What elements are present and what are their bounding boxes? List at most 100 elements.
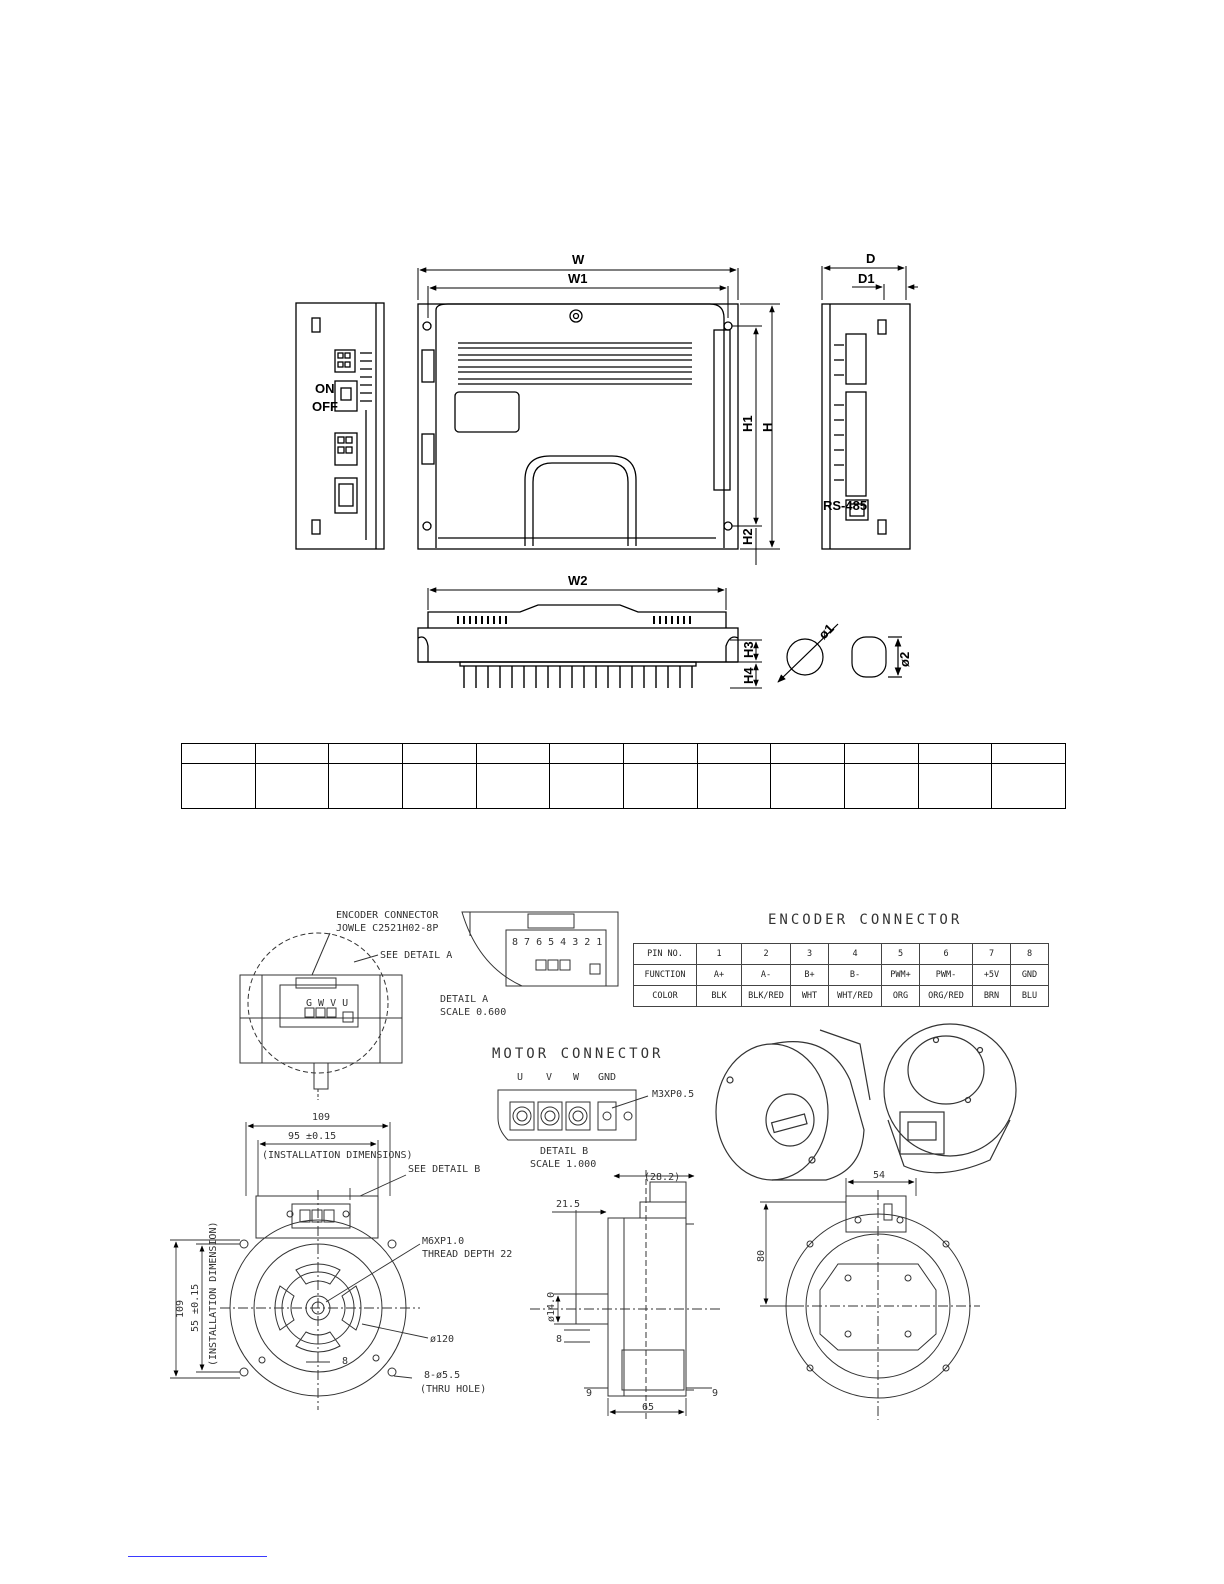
motor-side-view	[530, 1170, 720, 1420]
driver-heatsink-fins	[463, 666, 693, 688]
thread-depth-label: THREAD DEPTH 22	[422, 1249, 512, 1260]
dimension-header-cell	[475, 743, 551, 764]
encoder-table-cell: 8	[1010, 943, 1049, 965]
motor-connector-title: MOTOR CONNECTOR	[492, 1046, 663, 1062]
footer-link-underline[interactable]	[128, 1556, 267, 1557]
rs485-port-label: RS-485	[823, 498, 867, 513]
encoder-table-cell: WHT	[790, 985, 829, 1007]
motor-top-view	[239, 932, 403, 1100]
dim-d-label: D	[866, 251, 875, 266]
dimension-value-cell	[401, 763, 477, 809]
detail-a-view	[461, 911, 619, 987]
driver-vent-slots	[457, 616, 691, 624]
encoder-color-row: COLOR BLK BLK/RED WHT WHT/RED ORG ORG/RE…	[633, 985, 1049, 1007]
driver-right-side-view	[821, 303, 911, 550]
encoder-table-cell: BLU	[1010, 985, 1049, 1007]
dimension-value-cell	[328, 763, 403, 809]
driver-front-view	[417, 303, 739, 550]
dimension-value-cell	[991, 763, 1066, 809]
motor-front-view	[220, 1190, 420, 1410]
motor-isometric-rear	[883, 1023, 1017, 1174]
dia-120-label: ø120	[430, 1334, 454, 1345]
m3-screw-label: M3XP0.5	[652, 1089, 694, 1100]
dimension-value-cell	[770, 763, 845, 809]
dim-21-5-label: 21.5	[556, 1199, 580, 1210]
dim-h-label: H	[760, 423, 775, 432]
dimension-table-header-row	[181, 743, 1066, 764]
driver-dimension-lines	[417, 267, 780, 565]
shaft-dia-label: ø14.0	[546, 1292, 557, 1322]
mounting-hole-slot	[851, 636, 902, 678]
motor-terminal-w: W	[573, 1072, 580, 1083]
encoder-pin-row: PIN NO. 1 2 3 4 5 6 7 8	[633, 943, 1049, 965]
dim-9-right-label: 9	[712, 1388, 718, 1399]
dimension-header-cell	[622, 743, 698, 764]
dimension-header-cell	[549, 743, 624, 764]
thread-spec-label: M6XP1.0	[422, 1236, 464, 1247]
dimension-header-cell	[254, 743, 330, 764]
dimension-header-cell	[770, 743, 845, 764]
dimension-header-cell	[181, 743, 256, 764]
see-detail-b-label: SEE DETAIL B	[408, 1164, 480, 1175]
dim-h1-label: H1	[740, 415, 755, 432]
mounting-hole-round	[777, 623, 839, 683]
installation-dimension-vertical: (INSTALLATION DIMENSION)	[208, 1222, 219, 1367]
dim-w2-label: W2	[568, 573, 588, 588]
encoder-table-cell: PWM+	[881, 964, 920, 986]
encoder-table-cell: WHT/RED	[828, 985, 882, 1007]
dimension-header-cell	[696, 743, 772, 764]
motor-terminal-u: U	[517, 1072, 523, 1083]
encoder-table-cell: +5V	[972, 964, 1011, 986]
encoder-table-cell: 3	[790, 943, 829, 965]
dim-65-label: 65	[642, 1402, 654, 1413]
dimension-value-cell	[549, 763, 624, 809]
motor-isometric-front	[715, 1029, 871, 1181]
encoder-table-cell: B-	[828, 964, 882, 986]
dimension-header-cell	[991, 743, 1066, 764]
encoder-table-cell: FUNCTION	[633, 964, 697, 986]
encoder-table-cell: BLK	[696, 985, 742, 1007]
dim-w-label: W	[572, 252, 585, 267]
dim-109-side: 109	[175, 1300, 186, 1318]
driver-bottom-dimensions	[427, 587, 762, 689]
dia-2-label: ø2	[897, 652, 912, 667]
encoder-table-cell: 1	[696, 943, 742, 965]
motor-terminal-v: V	[546, 1072, 552, 1083]
dim-d1-label: D1	[858, 271, 875, 286]
encoder-pin-numbers: 8 7 6 5 4 3 2 1	[512, 937, 602, 948]
encoder-table-cell: GND	[1010, 964, 1049, 986]
detail-b-scale: SCALE 1.000	[530, 1159, 596, 1170]
dimension-header-cell	[917, 743, 993, 764]
encoder-table-cell: 6	[919, 943, 973, 965]
encoder-table-cell: ORG/RED	[919, 985, 973, 1007]
dimension-header-cell	[401, 743, 477, 764]
encoder-table-cell: 4	[828, 943, 882, 965]
dim-h2-label: H2	[740, 528, 755, 545]
dim-h4-label: H4	[741, 667, 756, 684]
encoder-table-cell: B+	[790, 964, 829, 986]
dimension-value-cell	[622, 763, 698, 809]
dim-28-2-label: (28.2)	[644, 1172, 680, 1183]
motor-rear-dimensions	[760, 1178, 917, 1307]
encoder-table-cell: PWM-	[919, 964, 973, 986]
driver-left-side-view	[295, 302, 385, 550]
motor-side-dimensions	[552, 1173, 712, 1416]
encoder-connector-callout: ENCODER CONNECTOR	[336, 910, 439, 921]
encoder-part-number: JOWLE C2521H02-8P	[336, 923, 438, 934]
dim-95-label: 95 ±0.15	[288, 1131, 336, 1142]
encoder-table-cell: 5	[881, 943, 920, 965]
encoder-table-cell: COLOR	[633, 985, 697, 1007]
dimension-value-cell	[917, 763, 993, 809]
motor-rear-view	[776, 1190, 980, 1420]
motor-front-dimensions	[170, 1122, 429, 1379]
encoder-table-cell: 7	[972, 943, 1011, 965]
thru-hole-label: (THRU HOLE)	[420, 1384, 486, 1395]
switch-off-label: OFF	[312, 399, 338, 414]
key-8-side-label: 8	[556, 1334, 562, 1345]
dim-80-label: 80	[756, 1250, 767, 1262]
dimension-value-cell	[696, 763, 772, 809]
encoder-table-cell: PIN NO.	[633, 943, 697, 965]
dim-w1-label: W1	[568, 271, 588, 286]
encoder-pinout-table: PIN NO. 1 2 3 4 5 6 7 8 FUNCTION A+ A- B…	[633, 943, 1049, 1007]
